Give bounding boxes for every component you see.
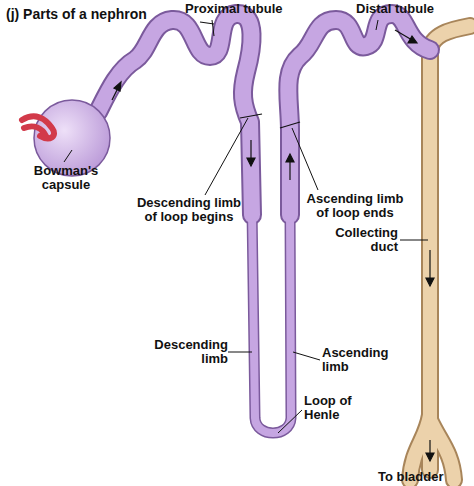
part-label: Collecting duct: [316, 226, 398, 254]
part-label: Distal tubule: [356, 2, 456, 16]
part-label: Proximal tubule: [185, 2, 295, 16]
arteriole: [22, 116, 54, 138]
part-label: Descending limb of loop begins: [130, 196, 248, 224]
part-label: Loop of Henle: [304, 394, 374, 422]
part-label: To bladder: [378, 470, 468, 484]
collecting-duct: [410, 26, 470, 480]
part-label: Ascending limb: [322, 346, 402, 374]
boundary-marks: [240, 114, 300, 128]
figure-title: (j) Parts of a nephron: [6, 6, 147, 22]
nephron-tubule: [98, 14, 430, 433]
leader-lines: [64, 20, 428, 433]
part-label: Bowman's capsule: [16, 164, 116, 192]
part-label: Ascending limb of loop ends: [300, 192, 410, 220]
flow-arrows: [112, 22, 434, 461]
part-label: Descending limb: [150, 338, 228, 366]
